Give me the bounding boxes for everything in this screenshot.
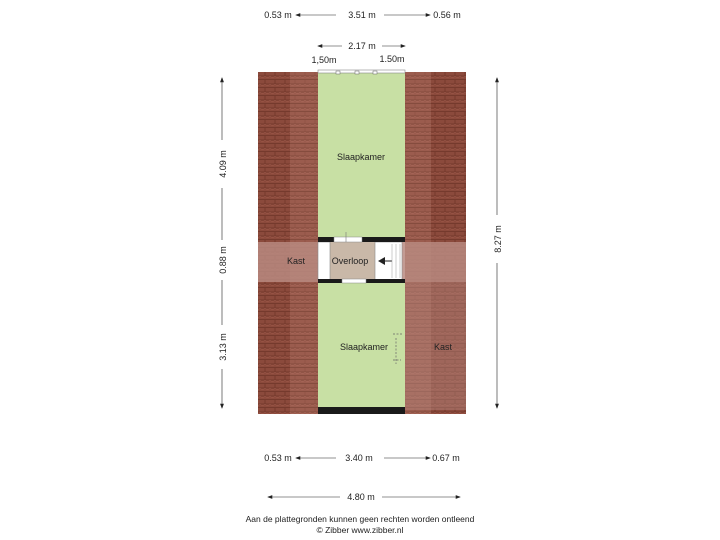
dim-bottom-mid: 3.40 m: [345, 453, 373, 463]
door-top: [333, 236, 363, 243]
dim-bottom-total: 4.80 m: [347, 492, 375, 502]
dim-top-right: 0.56 m: [433, 10, 461, 20]
closet-marker: [393, 333, 403, 364]
room-label-closet-left: Kast: [287, 256, 306, 266]
bedroom-bottom: [318, 282, 405, 410]
dim-inner-width: 2.17 m: [348, 41, 376, 51]
room-label-bedroom-top: Slaapkamer: [337, 152, 385, 162]
room-label-closet-right: Kast: [434, 342, 453, 352]
dim-bottom-left: 0.53 m: [264, 453, 292, 463]
dim-right-total: 8.27 m: [493, 225, 503, 253]
window-marks: [335, 70, 378, 75]
dim-window-right: 1.50m: [379, 54, 404, 64]
dim-left-mid: 0.88 m: [218, 246, 228, 274]
dim-top-mid: 3.51 m: [348, 10, 376, 20]
dim-left-upper: 4.09 m: [218, 150, 228, 178]
stair-arrow: [378, 257, 385, 265]
landing: [330, 242, 375, 280]
wall-top: [317, 69, 406, 74]
disclaimer-text: Aan de plattegronden kunnen geen rechten…: [245, 514, 475, 524]
stairs-left: [317, 241, 331, 281]
wall-bottom: [318, 407, 405, 414]
dim-left-lower: 3.13 m: [218, 333, 228, 361]
bedroom-top: [318, 72, 405, 238]
closet-right: [405, 282, 466, 410]
dim-window-left: 1,50m: [311, 55, 336, 65]
room-label-landing: Overloop: [332, 256, 369, 266]
stair-steps: [391, 244, 401, 278]
door-bottom: [341, 278, 367, 284]
dim-top-left: 0.53 m: [264, 10, 292, 20]
copyright-text: © Zibber www.zibber.nl: [316, 525, 404, 535]
room-label-bedroom-bottom: Slaapkamer: [340, 342, 388, 352]
dim-bottom-right: 0.67 m: [432, 453, 460, 463]
